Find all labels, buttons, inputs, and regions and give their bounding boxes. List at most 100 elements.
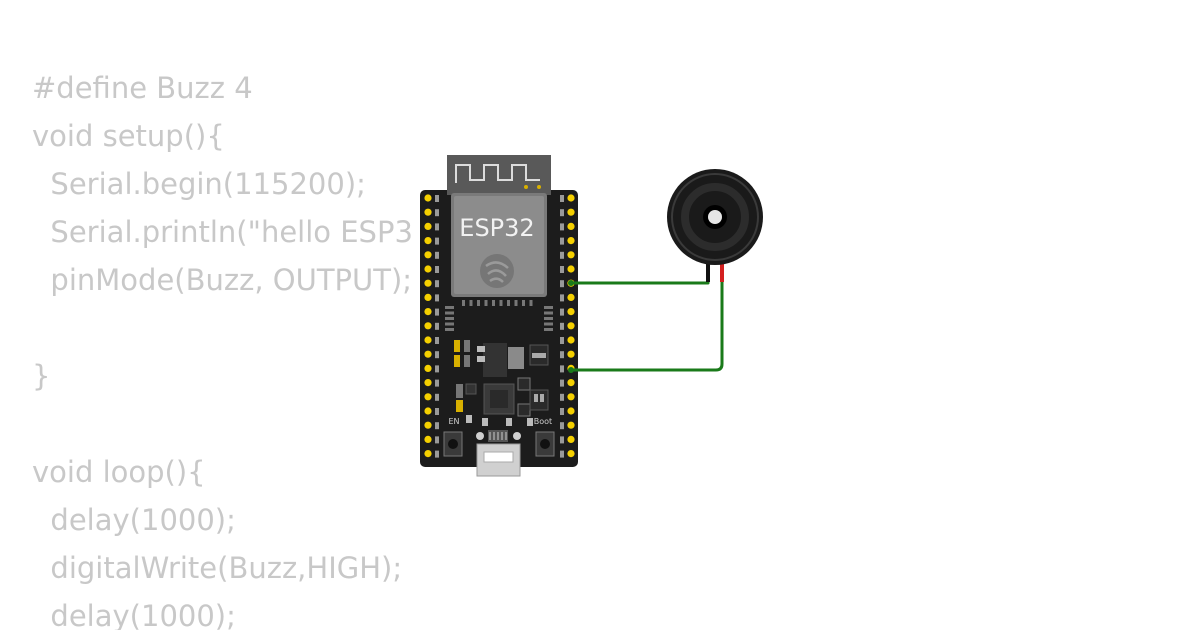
castellation [445,328,454,331]
castellation [499,300,503,306]
castellation [445,317,454,320]
header-pin[interactable] [567,265,575,273]
header-pin[interactable] [424,208,432,216]
pin-silkscreen-mark [435,195,439,202]
castellation [445,306,454,309]
pin-labels [435,195,564,458]
castellation [492,300,495,306]
castellation [514,300,518,306]
header-pin[interactable] [424,308,432,316]
header-pin[interactable] [567,208,575,216]
code-line: #define Buzz 4 [32,71,253,105]
pin-silkscreen-mark [435,365,439,373]
header-pin[interactable] [567,393,575,401]
header-pin[interactable] [424,322,432,330]
header-pin[interactable] [424,393,432,401]
castellation [484,300,488,306]
pin-silkscreen-mark [435,266,439,273]
pin-silkscreen-mark [435,422,439,430]
header-pin[interactable] [424,350,432,358]
header-pin[interactable] [424,194,432,202]
castellation [445,311,454,315]
antenna-trace [455,164,540,183]
header-pin[interactable] [567,379,575,387]
code-line: pinMode(Buzz, OUTPUT); [32,263,413,297]
header-pin[interactable] [567,308,575,316]
header-pin[interactable] [424,265,432,273]
signal-wire[interactable] [571,280,724,372]
header-pin[interactable] [424,222,432,230]
pin-silkscreen-mark [560,436,564,444]
pin-silkscreen-mark [560,450,564,458]
code-line: digitalWrite(Buzz,HIGH); [32,551,403,585]
header-pin[interactable] [567,222,575,230]
castellation [529,300,533,306]
espressif-logo [480,254,514,288]
header-pin[interactable] [424,435,432,443]
header-pin[interactable] [567,407,575,415]
pin-silkscreen-mark [560,422,564,430]
pin-silkscreen-mark [435,393,439,401]
castellation [462,300,465,306]
esp-module-top [454,196,544,294]
header-pin[interactable] [424,407,432,415]
pin-silkscreen-mark [435,209,439,217]
left-pin-header[interactable] [424,194,432,458]
usb-connector[interactable] [476,430,521,477]
header-pin[interactable] [424,379,432,387]
pin-silkscreen-mark [560,280,564,288]
code-line: Serial.begin(115200); [32,167,366,201]
en-button[interactable] [443,431,463,457]
header-pin[interactable] [567,194,575,202]
header-pin[interactable] [424,237,432,245]
header-pin[interactable] [424,421,432,429]
code-line: delay(1000); [32,599,236,630]
pin-silkscreen-mark [560,393,564,401]
header-pin[interactable] [424,450,432,458]
pin-silkscreen-mark [435,223,439,231]
header-pin[interactable] [567,322,575,330]
header-pin[interactable] [567,435,575,443]
header-pin[interactable] [567,237,575,245]
buzzer-lead-positive [720,262,724,282]
pin-silkscreen-mark [435,251,439,259]
header-pin[interactable] [567,336,575,344]
header-pin[interactable] [424,293,432,301]
boot-button[interactable] [535,431,555,457]
esp32-board[interactable]: ESP32 [420,155,578,477]
pin-silkscreen-mark [560,195,564,202]
castellation [544,328,553,331]
buzzer[interactable] [667,169,763,282]
pin-silkscreen-mark [435,450,439,458]
wire-endpoint [568,367,574,373]
header-pin[interactable] [567,293,575,301]
pin-silkscreen-mark [435,308,439,316]
header-pin[interactable] [424,336,432,344]
header-pin[interactable] [567,350,575,358]
pin-silkscreen-mark [435,408,439,415]
header-pin[interactable] [567,251,575,259]
castellation [445,322,454,326]
castellation [544,322,553,326]
board-label: ESP32 [459,214,534,242]
pin-silkscreen-mark [435,379,439,387]
board-components [454,340,549,426]
castellation [544,311,553,315]
gnd-wire[interactable] [571,265,710,285]
wires[interactable] [568,265,724,373]
pin-silkscreen-mark [560,337,564,344]
castellation [469,300,473,306]
buzzer-ring [681,183,749,251]
header-pin[interactable] [424,251,432,259]
pin-silkscreen-mark [560,266,564,273]
code-line: delay(1000); [32,503,236,537]
header-pin[interactable] [424,364,432,372]
pin-silkscreen-mark [560,351,564,359]
header-pin[interactable] [424,279,432,287]
header-pin[interactable] [567,450,575,458]
antenna-pad [537,185,541,189]
castellation [477,300,480,306]
header-pin[interactable] [567,421,575,429]
code-line: void loop(){ [32,455,206,489]
